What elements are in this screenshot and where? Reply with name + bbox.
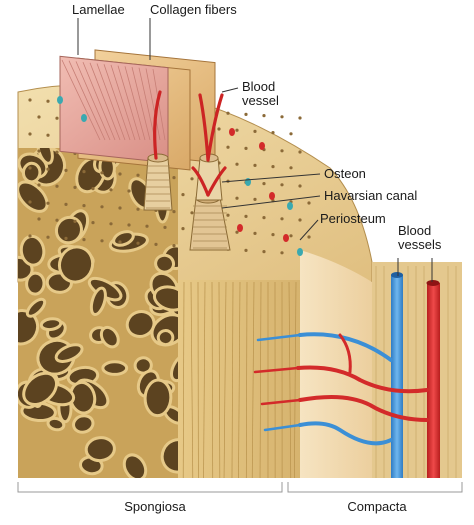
label-blood-vessels: Blood vessels (398, 223, 442, 252)
spongy-trabeculae (18, 148, 178, 478)
label-havarsian-canal: Havarsian canal (324, 188, 418, 203)
leader-lines (77, 18, 433, 282)
bracket (17, 482, 463, 493)
label-blood-vessel: Blood vessel (242, 79, 279, 108)
label-lamellae: Lamellae (72, 2, 125, 17)
compacta-face (178, 280, 318, 478)
outer-compacta (372, 262, 462, 478)
label-collagen-fibers: Collagen fibers (150, 2, 237, 17)
lamellae-sheets (59, 49, 216, 171)
osteon-cylinder (143, 153, 231, 251)
artery-vertical (427, 283, 440, 478)
label-periosteum: Periosteum (320, 211, 386, 226)
label-spongiosa: Spongiosa (124, 499, 186, 514)
label-osteon: Osteon (324, 166, 366, 181)
label-compacta: Compacta (347, 499, 407, 514)
vein-vertical (391, 275, 403, 478)
branching-vessels (253, 332, 429, 446)
periosteum-layer (300, 250, 372, 478)
osteon-blood-vessels (153, 90, 227, 197)
